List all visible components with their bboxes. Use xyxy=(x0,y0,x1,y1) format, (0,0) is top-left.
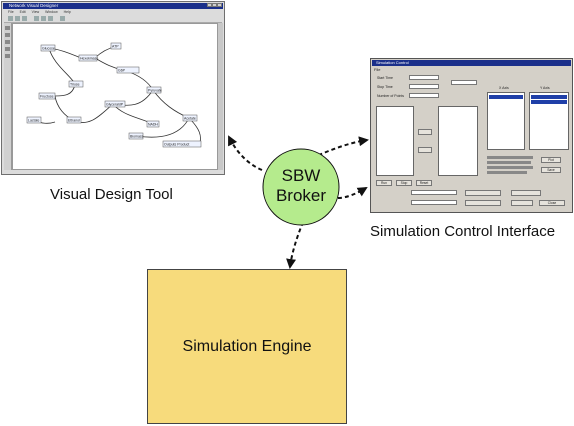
node-tool-icon[interactable] xyxy=(5,33,10,37)
start-time-input[interactable] xyxy=(409,75,439,80)
simulation-engine-label: Simulation Engine xyxy=(182,338,312,355)
graph-node-nadh: NADH xyxy=(148,123,158,127)
stop-button[interactable]: Stop xyxy=(396,180,412,186)
open-icon[interactable] xyxy=(15,16,20,21)
menu-help[interactable]: Help xyxy=(63,10,71,14)
network-canvas[interactable]: Glucose Hexokinase G6P Triose Fructose G… xyxy=(12,23,218,170)
points-input[interactable] xyxy=(409,93,439,98)
toolbar xyxy=(4,15,222,23)
arrow-broker-to-engine xyxy=(286,221,304,269)
move-left-button[interactable] xyxy=(418,147,432,153)
arrow-broker-to-control-interface xyxy=(311,136,369,159)
points-label: Number of Points xyxy=(377,94,405,98)
method-select[interactable] xyxy=(411,200,457,205)
menu-window[interactable]: Window xyxy=(45,10,58,14)
maximize-button[interactable] xyxy=(212,3,217,7)
graph-node-pyruvate: Pyruvate xyxy=(148,89,162,93)
cut-icon[interactable] xyxy=(34,16,39,21)
close-button[interactable] xyxy=(217,3,222,7)
plot-button[interactable]: Plot xyxy=(541,157,561,163)
copy-icon[interactable] xyxy=(41,16,46,21)
simulation-engine-box: Simulation Engine xyxy=(147,269,347,424)
graph-node-glyceraldp: GlyceraldP xyxy=(106,103,124,107)
settings-button[interactable] xyxy=(465,200,501,206)
x-axis-selected-row[interactable] xyxy=(489,95,523,99)
help-text xyxy=(487,156,535,174)
network-graph: Glucose Hexokinase G6P Triose Fructose G… xyxy=(26,42,202,148)
graph-node-atp: ATP xyxy=(112,45,119,49)
menu-view[interactable]: View xyxy=(31,10,40,14)
stop-time-input[interactable] xyxy=(409,84,439,89)
save-icon[interactable] xyxy=(22,16,27,21)
run-button[interactable]: Run xyxy=(376,180,392,186)
pointer-tool-icon[interactable] xyxy=(5,26,10,30)
arrow-broker-to-control-interface-2 xyxy=(337,186,368,199)
reaction-tool-icon[interactable] xyxy=(5,40,10,44)
x-axis-list[interactable] xyxy=(487,92,525,150)
zoom-icon[interactable] xyxy=(60,16,65,21)
broker-circle xyxy=(262,148,340,226)
window-title: Simulation Control xyxy=(372,60,571,66)
graph-node-glucose: Glucose xyxy=(42,47,55,51)
menu-file[interactable]: File xyxy=(8,10,14,14)
simulation-control-window: Simulation Control File Start Time Stop … xyxy=(370,58,573,213)
tool-palette xyxy=(4,23,12,170)
move-right-button[interactable] xyxy=(418,129,432,135)
menu-bar: File Edit View Window Help xyxy=(4,10,222,15)
options-button[interactable] xyxy=(465,190,501,196)
simulation-control-interface-caption: Simulation Control Interface xyxy=(370,223,556,240)
close-button[interactable]: Close xyxy=(539,200,565,206)
species-list[interactable] xyxy=(376,106,414,176)
broker-label-line1: SBW xyxy=(281,166,321,185)
start-time-label: Start Time xyxy=(377,76,393,80)
minimize-button[interactable] xyxy=(207,3,212,7)
status-field xyxy=(451,80,477,85)
broker-label-line2: Broker xyxy=(275,186,327,205)
text-tool-icon[interactable] xyxy=(5,54,10,58)
update-button[interactable] xyxy=(511,190,541,196)
visual-design-tool-caption: Visual Design Tool xyxy=(50,186,173,203)
y-axis-selected-row-1[interactable] xyxy=(531,95,567,99)
graph-node-outputs-product: Outputs Product xyxy=(164,143,189,147)
save-button[interactable]: Save xyxy=(541,167,561,173)
vertical-scrollbar[interactable] xyxy=(218,23,223,170)
graph-node-ethanol: Ethanol xyxy=(68,119,80,123)
new-icon[interactable] xyxy=(8,16,13,21)
apply-button[interactable] xyxy=(511,200,533,206)
x-axis-header: X Axis xyxy=(499,86,509,90)
window-title: Network Visual Designer xyxy=(3,3,223,9)
y-axis-selected-row-2[interactable] xyxy=(531,100,567,104)
link-tool-icon[interactable] xyxy=(5,47,10,51)
graph-node-biomass: Biomass xyxy=(130,135,144,139)
graph-node-fructose: Fructose xyxy=(40,95,54,99)
menu-edit[interactable]: Edit xyxy=(19,10,26,14)
y-axis-header: Y Axis xyxy=(540,86,550,90)
menu-file[interactable]: File xyxy=(374,67,381,72)
selected-species-list[interactable] xyxy=(438,106,478,176)
stop-time-label: Stop Time xyxy=(377,85,393,89)
visual-design-tool-window: Network Visual Designer File Edit View W… xyxy=(1,1,225,175)
graph-node-lactate: Lactate xyxy=(28,119,40,123)
graph-node-hexokinase: Hexokinase xyxy=(80,57,98,61)
integrator-select[interactable] xyxy=(411,190,457,195)
graph-node-g6p: G6P xyxy=(118,69,126,73)
paste-icon[interactable] xyxy=(48,16,53,21)
graph-node-acetate: Acetate xyxy=(184,117,196,121)
reset-button[interactable]: Reset xyxy=(416,180,432,186)
graph-node-triose: Triose xyxy=(70,83,80,87)
y-axis-list[interactable] xyxy=(529,92,569,150)
arrow-broker-to-design-tool xyxy=(228,135,263,171)
